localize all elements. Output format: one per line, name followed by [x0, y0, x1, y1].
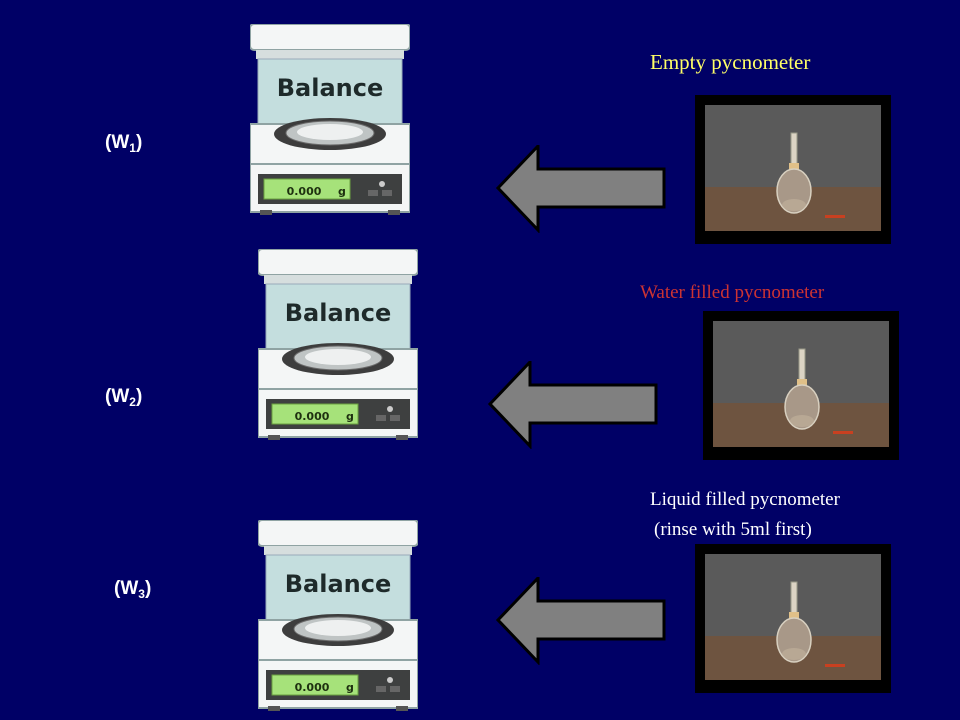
arrow-2: [488, 360, 658, 454]
balance-3: Balance 0.000 g: [257, 519, 419, 717]
balance-2: Balance 0.000 g: [257, 248, 419, 446]
display-unit: g: [346, 681, 354, 694]
caption-liquid-filled: Liquid filled pycnometer (rinse with 5ml…: [650, 485, 840, 545]
caption-liquid-line1: Liquid filled pycnometer: [650, 489, 840, 510]
arrow-3: [496, 576, 666, 670]
pycnometer-photo-3: [694, 543, 892, 693]
balance-1: Balance 0.000 g: [249, 23, 411, 221]
caption-liquid-line2: (rinse with 5ml first): [654, 519, 812, 540]
display-unit: g: [338, 185, 346, 198]
arrow-1: [496, 144, 666, 238]
pycnometer-photo-2: [702, 310, 900, 460]
balance-label: Balance: [285, 570, 392, 598]
display-unit: g: [346, 410, 354, 423]
display-reading: 0.000: [295, 681, 330, 694]
caption-water-filled: Water filled pycnometer: [640, 282, 825, 303]
balance-label: Balance: [285, 299, 392, 327]
caption-empty-pycnometer: Empty pycnometer: [650, 50, 811, 74]
pycnometer-photo-1: [694, 94, 892, 244]
display-reading: 0.000: [287, 185, 322, 198]
weight-label-w1: (W1): [105, 132, 143, 155]
balance-label: Balance: [277, 74, 384, 102]
weight-label-w3: (W3): [114, 578, 152, 601]
display-reading: 0.000: [295, 410, 330, 423]
weight-label-w2: (W2): [105, 386, 143, 409]
